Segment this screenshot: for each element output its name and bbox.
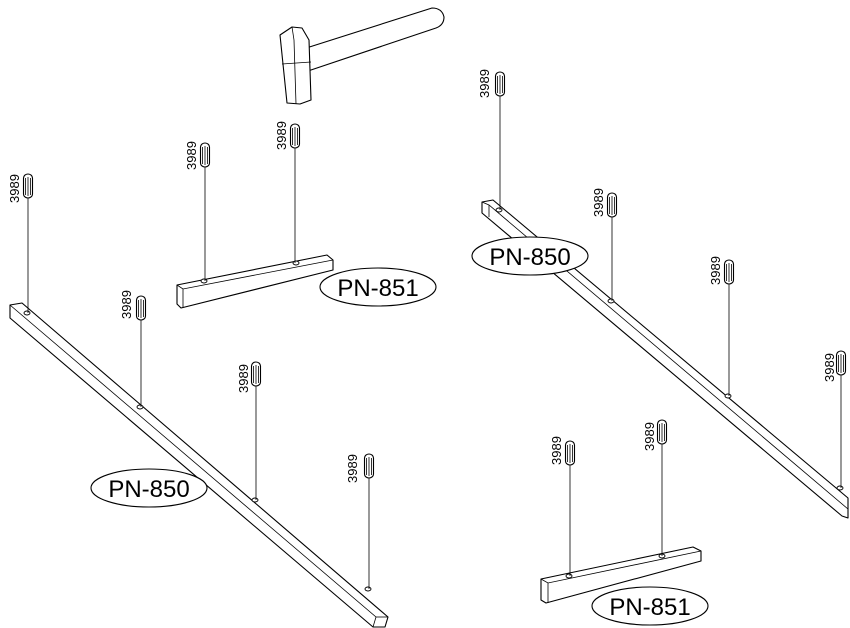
dowel: 3989 <box>642 419 668 556</box>
part-label-text: PN-850 <box>108 476 189 503</box>
dowel-code: 3989 <box>345 454 360 483</box>
part-label-cross-bottom: PN-851 <box>591 586 709 626</box>
cross-top-hole <box>292 260 300 266</box>
dowel: 3989 <box>119 290 147 407</box>
rail-right-hole <box>836 485 844 491</box>
dowel-code: 3989 <box>549 436 564 465</box>
cross-top <box>176 254 334 309</box>
dowel: 3989 <box>7 173 34 313</box>
dowel-code: 3989 <box>642 422 657 451</box>
dowel-code: 3989 <box>184 141 199 170</box>
part-label-text: PN-850 <box>489 244 570 271</box>
rail-right-hole <box>607 298 615 304</box>
dowel-code: 3989 <box>822 353 837 382</box>
rail-left <box>9 302 389 628</box>
rail-right-hole <box>495 207 503 213</box>
dowel-code: 3989 <box>236 364 251 393</box>
dowel: 3989 <box>822 350 847 488</box>
rail-left-hole <box>364 586 372 592</box>
dowel-code: 3989 <box>591 188 606 217</box>
part-label-rail-right: PN-850 <box>471 236 589 276</box>
rail-left-hole <box>251 497 259 503</box>
dowel-code: 3989 <box>274 121 289 150</box>
part-label-rail-left: PN-850 <box>90 468 208 508</box>
dowel-code: 3989 <box>119 290 134 319</box>
dowel-code: 3989 <box>7 174 22 203</box>
cross-top-hole <box>200 278 208 284</box>
rail-right <box>481 199 849 519</box>
dowel: 3989 <box>345 453 375 589</box>
dowel: 3989 <box>184 141 211 281</box>
dowel-code: 3989 <box>477 69 492 98</box>
dowel: 3989 <box>274 121 301 263</box>
rail-left-hole <box>136 404 144 410</box>
part-label-text: PN-851 <box>609 594 690 621</box>
dowel-code: 3989 <box>708 256 723 285</box>
part-label-text: PN-851 <box>337 275 418 302</box>
rail-left-hole <box>23 310 31 316</box>
dowel: 3989 <box>708 256 735 396</box>
dowel: 3989 <box>477 69 506 210</box>
dowel: 3989 <box>591 188 618 301</box>
rail-right-hole <box>724 393 732 399</box>
cross-bottom-hole <box>565 573 573 579</box>
dowel: 3989 <box>236 361 262 500</box>
dowel: 3989 <box>549 436 576 576</box>
hammer-icon <box>279 7 445 105</box>
cross-bottom <box>540 546 702 604</box>
part-label-cross-top: PN-851 <box>319 267 437 307</box>
